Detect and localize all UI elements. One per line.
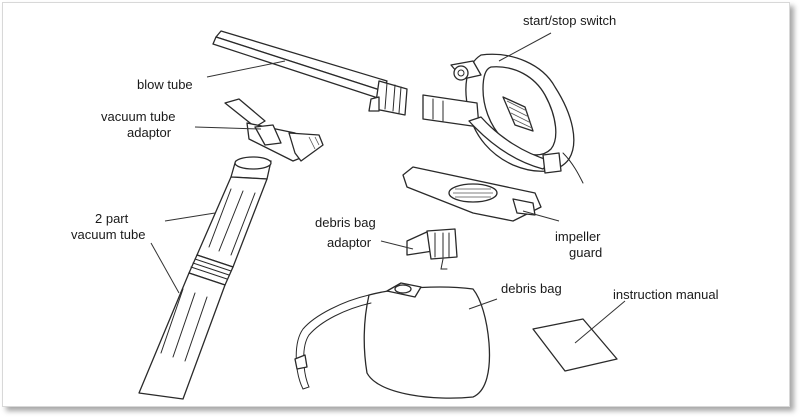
label-impeller-guard-line2: guard [569,245,602,260]
leader-lines [150,32,626,344]
instruction-manual [532,318,618,372]
debris-bag-adaptor [406,228,458,270]
debris-bag [294,282,491,399]
impeller-guard [402,166,542,222]
vacuum-tube-adaptor [224,98,324,162]
label-two-part-vacuum-tube-line1: 2 part [95,211,129,226]
label-instruction-manual: instruction manual [613,287,719,302]
label-blow-tube: blow tube [137,77,193,92]
two-part-vacuum-tube [138,156,272,400]
label-debris-bag-adaptor-line1: debris bag [315,215,376,230]
parts-diagram: start/stop switch blow tube vacuum tube … [71,13,719,400]
label-debris-bag-adaptor-line2: adaptor [327,235,372,250]
label-vacuum-tube-adaptor-line2: adaptor [127,125,172,140]
diagram-frame: start/stop switch blow tube vacuum tube … [2,2,790,407]
blower-unit [422,53,584,184]
label-start-stop-switch: start/stop switch [523,13,616,28]
label-impeller-guard-line1: impeller [555,229,601,244]
label-debris-bag: debris bag [501,281,562,296]
blow-tube [212,30,408,116]
label-two-part-vacuum-tube-line2: vacuum tube [71,227,145,242]
label-vacuum-tube-adaptor-line1: vacuum tube [101,109,175,124]
